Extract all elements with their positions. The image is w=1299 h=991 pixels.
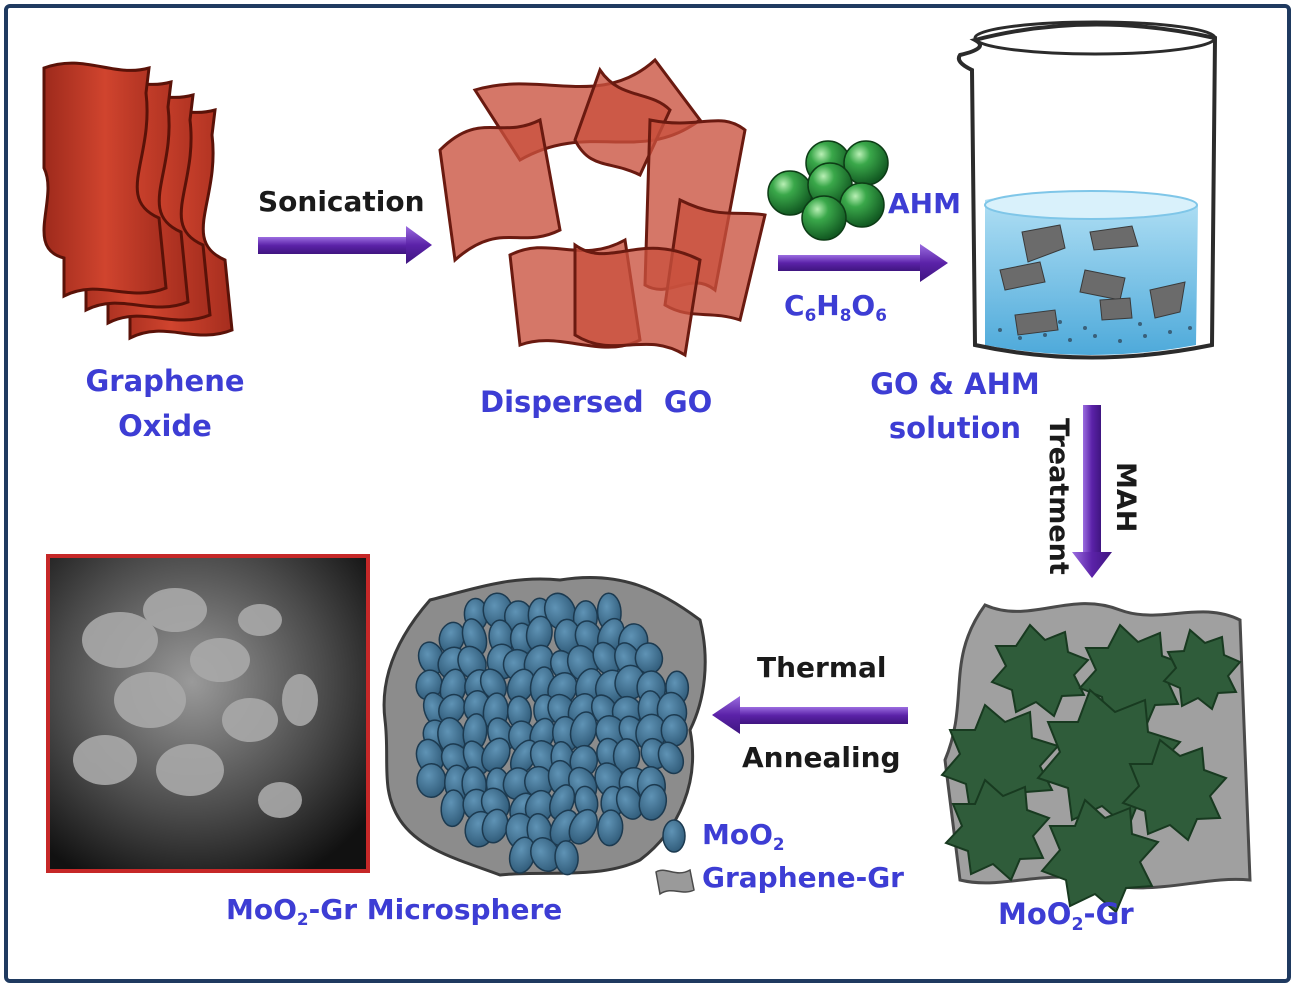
go-ahm-label-1: GO & AHM [870, 367, 1040, 401]
thermal-arrow [712, 696, 908, 734]
dispersed-go-icon [438, 57, 767, 358]
sem-image [46, 554, 370, 873]
outer-frame [4, 4, 1291, 983]
beaker-icon [956, 20, 1218, 360]
legend-graphene-label: Graphene-Gr [702, 861, 904, 894]
c6h8o6-label: C6H8O6 [784, 289, 887, 325]
moo2-gr-icon [940, 602, 1252, 914]
graphene-oxide-label-1: Graphene [85, 364, 245, 398]
dispersed-go-label: Dispersed GO [480, 385, 713, 419]
moo2-gr-label: MoO2-Gr [998, 897, 1134, 936]
microsphere-label: MoO2-Gr Microsphere [226, 893, 563, 929]
go-ahm-label-2: solution [888, 411, 1022, 445]
moo2-particle [568, 808, 598, 845]
treatment-label: Treatment [1043, 418, 1074, 575]
sonication-label: Sonication [258, 185, 425, 218]
moo2-particle [481, 737, 511, 773]
graphene-oxide-label-2: Oxide [118, 409, 212, 443]
graphene-oxide-stack-icon [42, 61, 234, 341]
legend-moo2-icon [662, 819, 686, 853]
sonication-arrow [258, 226, 432, 264]
mah-label: MAH [1110, 462, 1141, 533]
moo2-particle [416, 762, 447, 799]
thermal-label: Thermal [757, 651, 887, 684]
moo2-particle [597, 809, 624, 847]
moo2-particle [660, 714, 688, 747]
ahm-label: AHM [888, 187, 961, 220]
moo2-particle [657, 741, 685, 775]
mah-arrow [1072, 405, 1112, 578]
legend-graphene-icon [655, 868, 695, 896]
moo2-particle [554, 840, 579, 876]
ahm-spheres-icon [767, 140, 889, 241]
legend-moo2-label: MoO2 [702, 818, 785, 854]
moo2-particle [638, 783, 668, 821]
ahm-arrow [778, 244, 948, 282]
microsphere-icon [382, 575, 707, 877]
annealing-label: Annealing [742, 741, 901, 774]
